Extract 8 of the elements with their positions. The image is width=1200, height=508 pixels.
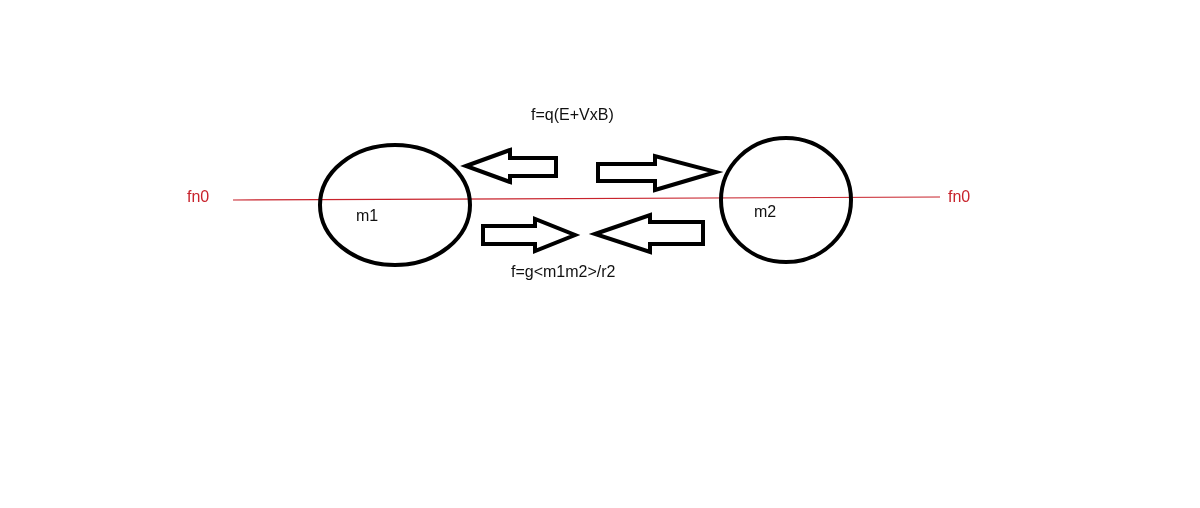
mass-ellipse [719,136,853,264]
line-end-label: fn0 [187,188,210,206]
line-end-label: fn0 [948,188,971,206]
mass-ellipse [318,143,472,267]
mass-label: m2 [754,203,777,221]
mass-label: m1 [356,207,379,225]
formula-label: f=q(E+VxB) [531,106,614,124]
formula-label: f=g<m1m2>/r2 [511,263,616,281]
